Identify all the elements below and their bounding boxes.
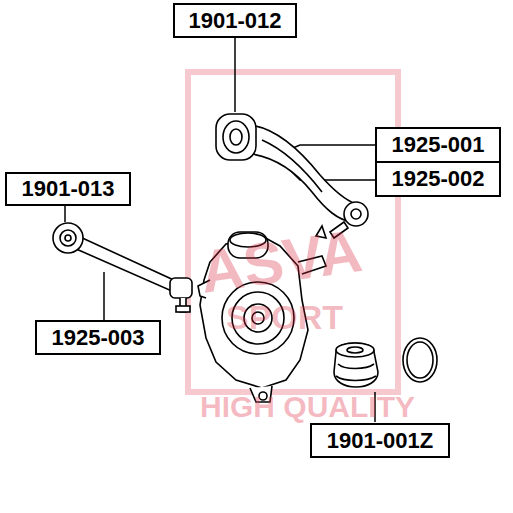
callout-number: 1925-002 — [392, 168, 485, 190]
snap-ring — [403, 338, 437, 382]
callout-box: 1901-001Z — [310, 423, 450, 458]
bushing — [334, 343, 378, 387]
callout-box: 1901-013 — [5, 172, 131, 206]
callout-box: 1925-002 — [375, 161, 501, 197]
watermark-text: HIGH QUALITY — [200, 392, 415, 422]
callout-number: 1925-001 — [392, 134, 485, 156]
watermark-logo: SPORT — [226, 300, 343, 334]
callout-number: 1925-003 — [52, 327, 145, 349]
callout-number: 1901-013 — [22, 178, 115, 200]
watermark-logo: ASVA — [197, 221, 366, 303]
callout-number: 1901-012 — [189, 10, 282, 32]
callout-box: 1925-003 — [35, 320, 161, 355]
watermark-frame — [188, 72, 398, 392]
callout-box: 1901-012 — [173, 3, 297, 38]
lower-rod — [53, 223, 192, 312]
callout-number: 1901-001Z — [327, 430, 433, 452]
upper-arm — [216, 114, 368, 238]
callout-box: 1925-001 — [375, 127, 501, 163]
leader-lines — [65, 38, 375, 422]
